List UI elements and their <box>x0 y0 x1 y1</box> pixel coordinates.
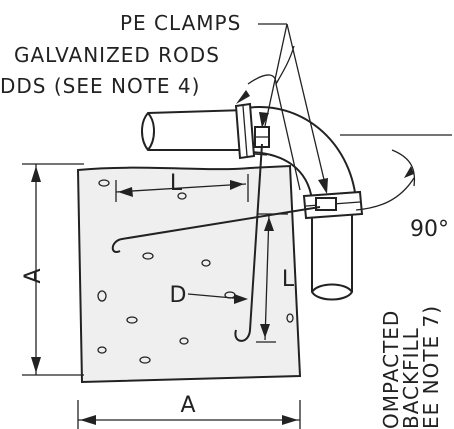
backfill-line-2: BACKFILL <box>399 327 423 429</box>
concrete-aggregate <box>97 179 294 364</box>
pipe-clamp-vertical <box>302 190 364 220</box>
arrowheads <box>236 90 414 194</box>
label-l-right: L <box>282 267 295 292</box>
dimension-d <box>187 293 248 304</box>
horizontal-pipe <box>141 108 247 151</box>
dimension-l-right <box>256 213 288 343</box>
backfill-line-1: OMPACTED <box>379 310 403 429</box>
label-l-top: L <box>170 171 183 196</box>
note-rods-see-note: DDS (SEE NOTE 4) <box>0 74 200 98</box>
note-pipe-clamps: PE CLAMPS <box>120 11 241 35</box>
label-a-horizontal: A <box>180 393 195 418</box>
dimension-a-horizontal <box>77 400 301 429</box>
backfill-line-3: EE NOTE 7) <box>419 305 443 429</box>
label-d: D <box>170 283 187 308</box>
vertical-pipe <box>311 202 353 301</box>
dimension-a-vertical <box>22 163 84 376</box>
dimension-l-top <box>115 174 249 202</box>
leader-lines <box>247 23 415 211</box>
label-a-vertical: A <box>21 268 46 283</box>
note-galvanized-rods: GALVANIZED RODS <box>14 43 220 67</box>
galvanized-rods <box>111 143 321 342</box>
angle-indicator <box>340 134 452 187</box>
label-90-degrees: 90° <box>410 217 449 242</box>
pipe-clamp-horizontal <box>234 102 270 160</box>
